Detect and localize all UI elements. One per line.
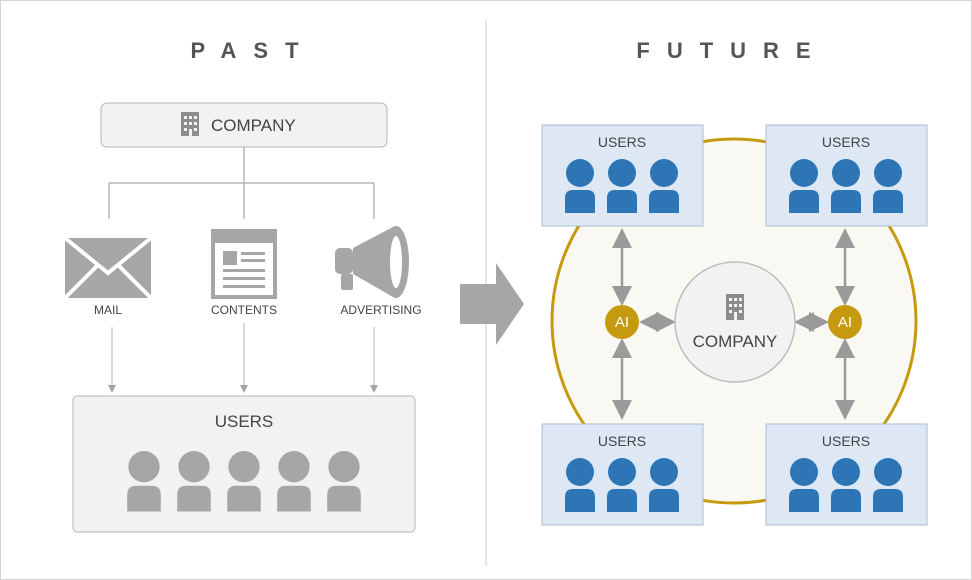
svg-text:AI: AI bbox=[838, 314, 852, 331]
svg-text:AI: AI bbox=[615, 314, 629, 331]
future-title: FUTURE bbox=[636, 38, 827, 63]
user-icon bbox=[873, 159, 903, 213]
future-company-label: COMPANY bbox=[693, 332, 778, 351]
user-icon bbox=[565, 159, 595, 213]
megaphone-icon bbox=[335, 226, 409, 298]
past-tree-lines bbox=[108, 147, 375, 219]
user-icon bbox=[607, 458, 637, 512]
past-company-label: COMPANY bbox=[211, 116, 296, 135]
user-icon bbox=[127, 451, 161, 512]
future-company-circle bbox=[674, 261, 796, 383]
user-icon bbox=[789, 458, 819, 512]
ai-node-left: AI bbox=[605, 305, 639, 339]
channel-label-contents: CONTENTS bbox=[211, 303, 277, 317]
user-group-top-left: USERS bbox=[541, 124, 704, 227]
transition-arrow bbox=[460, 263, 524, 345]
user-icon bbox=[277, 451, 311, 512]
building-icon bbox=[181, 112, 199, 136]
past-users-label: USERS bbox=[215, 412, 274, 431]
user-icon bbox=[649, 458, 679, 512]
user-icon bbox=[649, 159, 679, 213]
ai-node-right: AI bbox=[828, 305, 862, 339]
user-icon bbox=[177, 451, 211, 512]
user-icon bbox=[227, 451, 261, 512]
svg-text:USERS: USERS bbox=[822, 433, 870, 449]
past-users-group bbox=[127, 451, 361, 512]
past-down-arrows bbox=[108, 323, 378, 393]
svg-text:USERS: USERS bbox=[598, 433, 646, 449]
user-icon bbox=[831, 159, 861, 213]
user-icon bbox=[607, 159, 637, 213]
user-icon bbox=[789, 159, 819, 213]
contents-icon bbox=[211, 229, 277, 299]
past-title: PAST bbox=[190, 38, 315, 63]
user-icon bbox=[327, 451, 361, 512]
svg-text:USERS: USERS bbox=[822, 134, 870, 150]
user-group-top-right: USERS bbox=[765, 124, 928, 227]
mail-icon bbox=[63, 236, 153, 300]
user-group-bottom-right: USERS bbox=[765, 423, 928, 526]
future-connectors bbox=[612, 228, 855, 420]
user-icon bbox=[873, 458, 903, 512]
svg-text:USERS: USERS bbox=[598, 134, 646, 150]
channel-label-advertising: ADVERTISING bbox=[340, 303, 421, 317]
user-group-bottom-left: USERS bbox=[541, 423, 704, 526]
building-icon bbox=[726, 294, 744, 320]
user-icon bbox=[565, 458, 595, 512]
channel-label-mail: MAIL bbox=[94, 303, 122, 317]
user-icon bbox=[831, 458, 861, 512]
